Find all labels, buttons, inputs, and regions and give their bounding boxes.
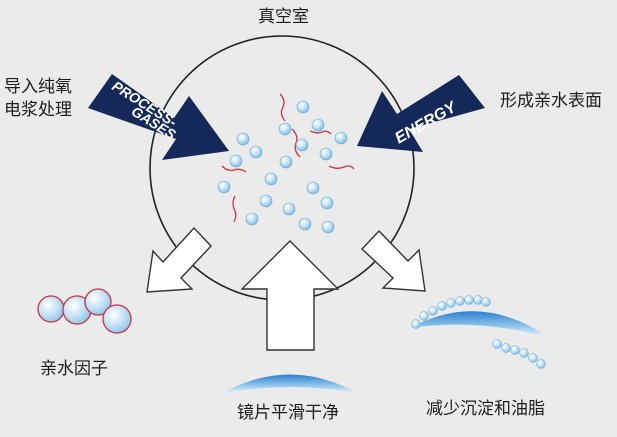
chamber-title: 真空室 bbox=[258, 7, 309, 27]
deposit-particle bbox=[411, 319, 421, 329]
particle bbox=[296, 100, 310, 114]
particle bbox=[282, 202, 296, 216]
deposit-particle bbox=[437, 301, 447, 311]
clean-lens bbox=[221, 374, 359, 394]
arrow-to-hydrophilic bbox=[146, 226, 212, 293]
particle bbox=[295, 138, 309, 152]
clean-lens-label: 镜片平滑干净 bbox=[237, 403, 339, 423]
oxygen-plasma-line-2: 电浆处理 bbox=[4, 100, 72, 120]
strand-5 bbox=[328, 165, 355, 170]
oxygen-plasma-label: 导入纯氧 电浆处理 bbox=[4, 76, 72, 122]
deposit-particle bbox=[481, 297, 491, 307]
oxygen-strands bbox=[221, 93, 355, 223]
deposit-particle bbox=[510, 345, 520, 355]
particle bbox=[217, 180, 231, 194]
deposit-particle bbox=[492, 339, 502, 349]
energy-arrow bbox=[357, 75, 485, 152]
particle bbox=[245, 212, 259, 226]
particle bbox=[321, 220, 335, 234]
hydrophilic-factor-label: 亲水因子 bbox=[40, 359, 108, 379]
deposit-particle bbox=[428, 306, 438, 316]
deposit-particle bbox=[519, 348, 529, 358]
strand-3 bbox=[221, 165, 247, 173]
hydrophilic-factor-cluster bbox=[37, 288, 132, 334]
particle bbox=[259, 194, 273, 208]
particle bbox=[249, 145, 263, 159]
deposit-particle bbox=[419, 311, 429, 321]
particle bbox=[334, 131, 348, 145]
process-gases-arrow bbox=[88, 74, 229, 160]
particle bbox=[229, 154, 243, 168]
particle bbox=[264, 172, 278, 186]
deposit-particle bbox=[528, 353, 538, 363]
deposit-particle bbox=[501, 343, 511, 353]
deposit-particle bbox=[446, 298, 456, 308]
deposit-lens-body bbox=[410, 311, 550, 338]
strand-1 bbox=[279, 93, 286, 122]
strand-2 bbox=[291, 128, 301, 158]
oxygen-plasma-line-1: 导入纯氧 bbox=[4, 77, 72, 97]
particle bbox=[320, 196, 334, 210]
deposit-particle bbox=[536, 359, 546, 369]
particle bbox=[236, 132, 250, 146]
particle bbox=[279, 155, 293, 169]
particle bbox=[306, 181, 320, 195]
deposit-particle bbox=[473, 295, 483, 305]
hydrophilic-surface-label: 形成亲水表面 bbox=[500, 91, 602, 111]
particle bbox=[298, 217, 312, 231]
arrow-to-oil bbox=[361, 229, 426, 292]
plasma-particles bbox=[217, 100, 348, 234]
particle bbox=[319, 147, 333, 161]
hydrophilic-sphere bbox=[37, 295, 65, 323]
particle bbox=[278, 122, 292, 136]
strand-4 bbox=[232, 195, 237, 223]
deposit-particle bbox=[464, 295, 474, 305]
deposit-particle bbox=[455, 296, 465, 306]
strand-6 bbox=[309, 130, 332, 135]
reduce-deposits-label: 减少沉淀和油脂 bbox=[426, 399, 545, 419]
hydrophilic-sphere bbox=[102, 304, 132, 334]
particle bbox=[311, 118, 325, 132]
deposit-lens bbox=[410, 295, 550, 369]
arrow-to-lens bbox=[240, 240, 340, 351]
hydrophilic-sphere bbox=[84, 288, 112, 316]
deposit-particles bbox=[411, 295, 546, 369]
